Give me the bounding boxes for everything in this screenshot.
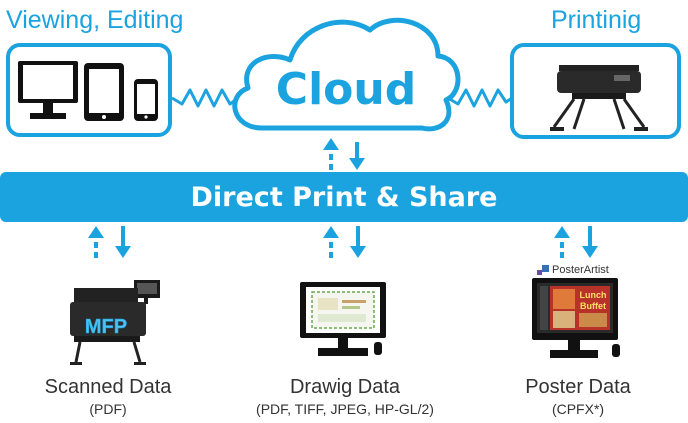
poster-data-label: Poster Data (CPFX*)	[490, 376, 666, 417]
poster-line1: Lunch	[580, 290, 607, 300]
scanned-data-label: Scanned Data (PDF)	[20, 376, 196, 417]
drawing-band-arrows	[323, 226, 366, 258]
poster-band-arrows	[554, 226, 598, 258]
scanned-data-title: Scanned Data	[44, 376, 172, 398]
drawing-data-label: Drawig Data (PDF, TIFF, JPEG, HP-GL/2)	[220, 376, 470, 417]
poster-monitor-icon: PosterArtist Lunch Buffet	[532, 264, 620, 358]
poster-line2: Buffet	[580, 301, 606, 311]
poster-data-title: Poster Data	[525, 376, 631, 398]
drawing-data-title: Drawig Data	[289, 376, 401, 398]
poster-data-formats: (CPFX*)	[551, 401, 605, 417]
viewing-devices-card	[6, 43, 172, 137]
zigzag-connector-right	[447, 88, 513, 108]
posterartist-brand: PosterArtist	[552, 264, 609, 276]
cloud-band-arrows	[323, 138, 365, 170]
drawing-data-formats: (PDF, TIFF, JPEG, HP-GL/2)	[256, 401, 434, 417]
viewing-editing-heading: Viewing, Editing	[6, 6, 184, 34]
mfp-badge: MFP	[85, 316, 127, 338]
mfp-icon: MFP	[70, 280, 160, 365]
direct-print-share-bar: Direct Print & Share	[0, 172, 688, 222]
scanned-data-formats: (PDF)	[89, 401, 127, 417]
large-format-printer-icon	[550, 65, 648, 131]
zigzag-connector-left	[171, 88, 239, 108]
cloud-label: Cloud	[276, 64, 416, 115]
devices-icon	[18, 61, 158, 121]
scanned-band-arrows	[88, 226, 131, 258]
cloud-icon	[232, 17, 461, 132]
drawing-monitor-icon	[300, 282, 386, 356]
printer-card	[510, 43, 681, 139]
printing-heading: Printinig	[551, 6, 642, 34]
